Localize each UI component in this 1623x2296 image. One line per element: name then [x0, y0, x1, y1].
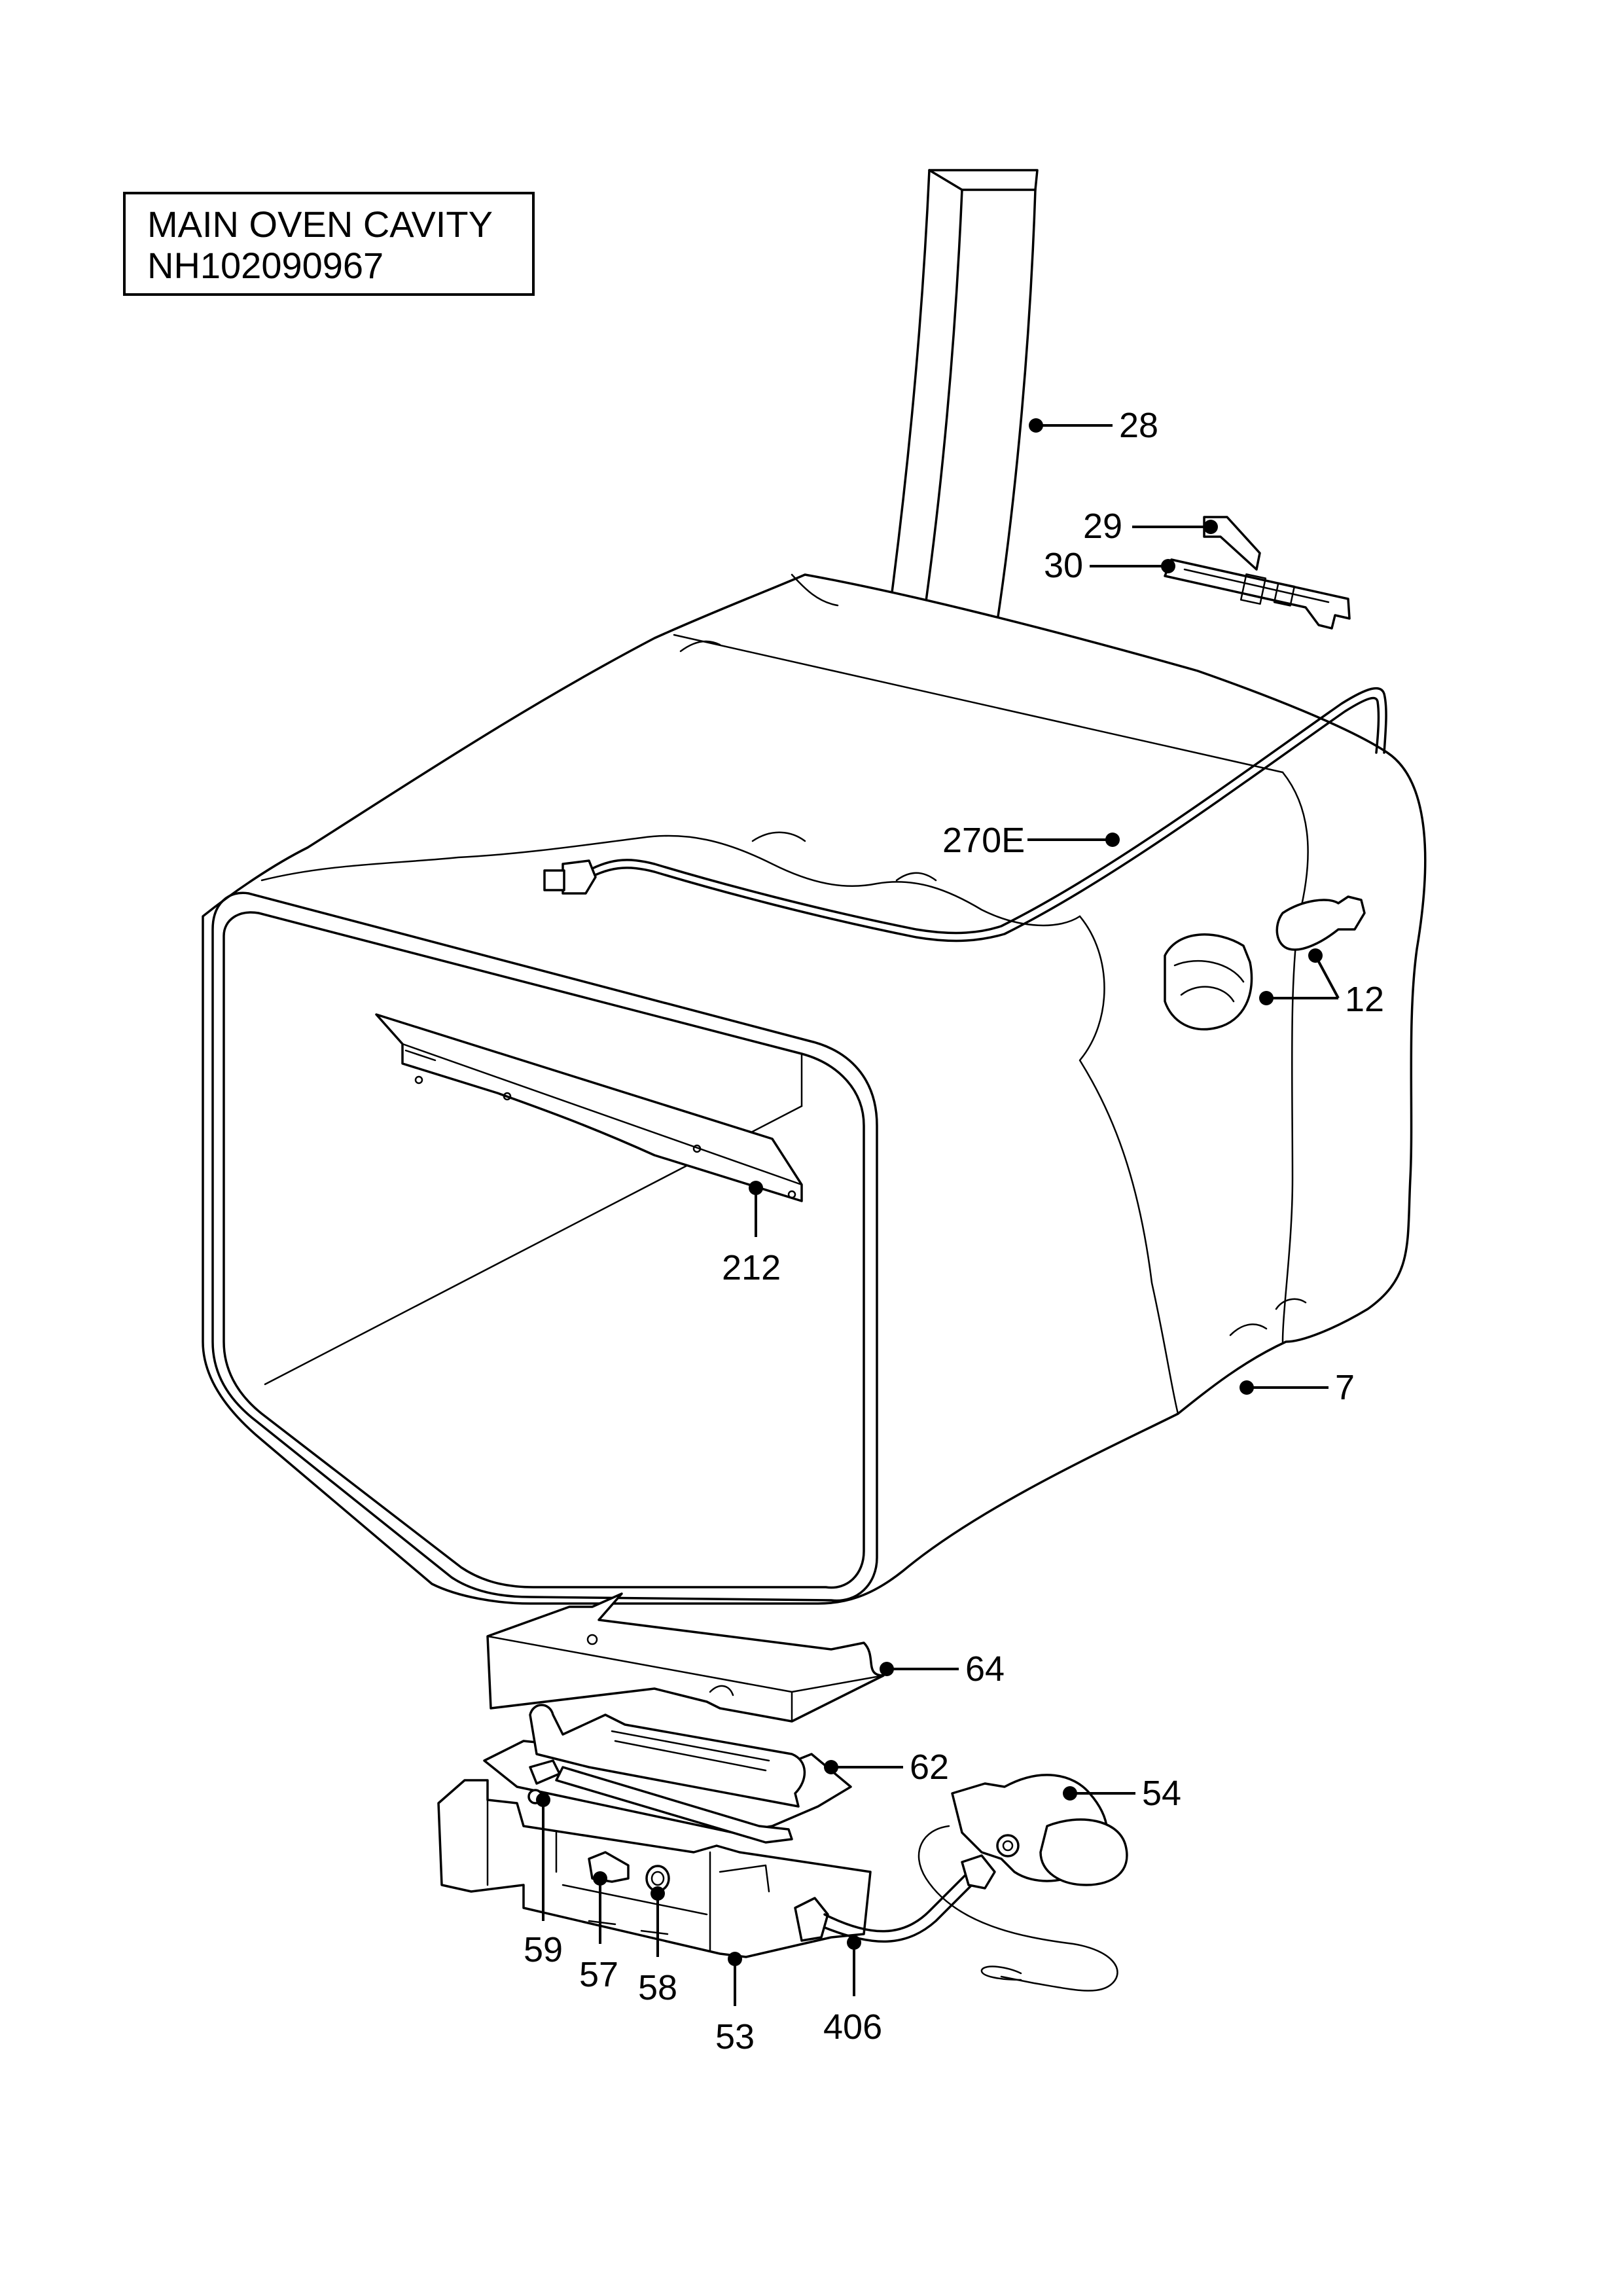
title-line-2: NH102090967 [147, 245, 383, 286]
clip-part-29 [1203, 516, 1261, 571]
label-7: 7 [1335, 1368, 1355, 1407]
label-30: 30 [1044, 546, 1083, 585]
label-57: 57 [579, 1955, 618, 1994]
label-54: 54 [1142, 1774, 1181, 1813]
part-labels: 28 29 30 270E 12 212 7 64 62 54 59 57 58… [524, 406, 1384, 2056]
label-28: 28 [1119, 406, 1158, 445]
leader-lines [536, 418, 1340, 2006]
label-270E: 270E [942, 821, 1025, 860]
label-406: 406 [823, 2007, 882, 2047]
label-12: 12 [1345, 980, 1384, 1019]
washer-part-58 [645, 1865, 670, 1892]
oven-cavity-part-7 [202, 573, 1427, 1605]
label-58: 58 [638, 1968, 677, 2007]
probe-tube-part-270E [543, 687, 1387, 942]
flue-duct-part-28 [889, 169, 1039, 639]
title-line-1: MAIN OVEN CAVITY [147, 204, 493, 245]
gas-valve-part-54 [918, 1774, 1128, 1992]
label-212: 212 [722, 1248, 781, 1287]
label-59: 59 [524, 1930, 563, 1969]
runner-bracket-part-212 [375, 1013, 803, 1202]
label-53: 53 [715, 2017, 755, 2056]
label-64: 64 [965, 1649, 1005, 1689]
title-box: MAIN OVEN CAVITY NH102090967 [123, 192, 535, 296]
bracket-plate-part-30 [1164, 558, 1351, 630]
burner-plate-part-62 [483, 1704, 852, 1844]
heat-shield-part-64 [486, 1592, 885, 1723]
oven-lamp-part-12 [1164, 895, 1366, 1031]
label-29: 29 [1083, 507, 1122, 546]
gas-pipe-part-406 [794, 1854, 996, 1943]
label-62: 62 [910, 1748, 949, 1787]
